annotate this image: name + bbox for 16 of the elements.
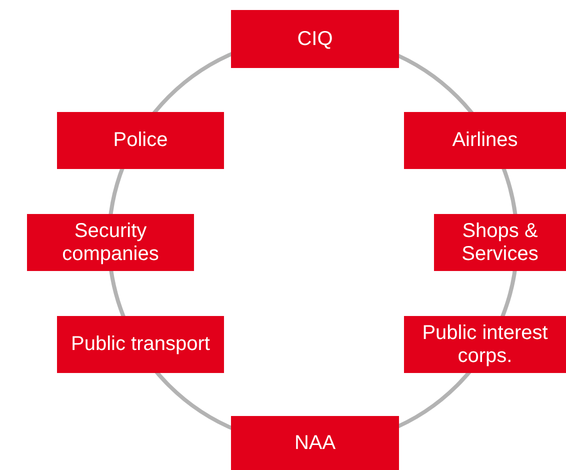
label-box [404,316,566,373]
label-box [57,316,224,373]
box-label: Public interest corps. [421,322,549,368]
label-box [231,416,399,470]
box-label: Public transport [71,333,210,356]
label-box [57,112,224,169]
box-label: Security companies [61,220,160,266]
label-box [231,10,399,68]
label-box [27,214,194,271]
box-label: CIQ [297,28,333,50]
box-label: Police [113,129,168,152]
label-box [434,214,566,271]
box-label: Airlines [452,129,518,152]
box-label: Shops & Services [460,220,540,266]
box-label: NAA [294,432,336,454]
label-box [404,112,566,169]
